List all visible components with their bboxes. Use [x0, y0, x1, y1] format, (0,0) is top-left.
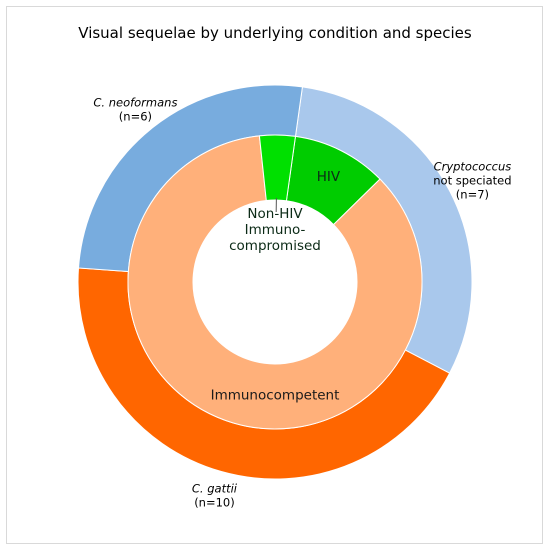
inner-label-1: Immunocompetent [211, 388, 340, 404]
chart-title: Visual sequelae by underlying condition … [78, 24, 472, 42]
inner-label-2-line-2: compromised [229, 238, 321, 254]
outer-ring [77, 84, 473, 480]
outer-label-2-line-1: (n=6) [119, 109, 152, 123]
inner-label-0-line-0: HIV [317, 169, 341, 185]
outer-label-0-line-1: not speciated [433, 173, 511, 187]
outer-label-2-line-0: C. neoformans [93, 95, 177, 109]
outer-label-1-line-0: C. gattii [192, 482, 238, 496]
outer-label-1: C. gattii(n=10) [192, 482, 238, 510]
inner-label-2-line-1: Immuno- [245, 222, 306, 238]
inner-label-1-line-0: Immunocompetent [211, 388, 340, 404]
outer-label-1-line-1: (n=10) [194, 496, 235, 510]
inner-slice-2 [258, 134, 297, 202]
inner-ring [127, 134, 423, 430]
outer-label-0-line-2: (n=7) [456, 187, 489, 201]
inner-slice-1 [127, 135, 423, 430]
outer-label-2: C. neoformans(n=6) [93, 95, 177, 123]
inner-label-2-line-0: Non-HIV [247, 206, 303, 222]
outer-label-0-line-0: Cryptococcus [434, 159, 512, 173]
inner-label-0: HIV [317, 169, 341, 185]
